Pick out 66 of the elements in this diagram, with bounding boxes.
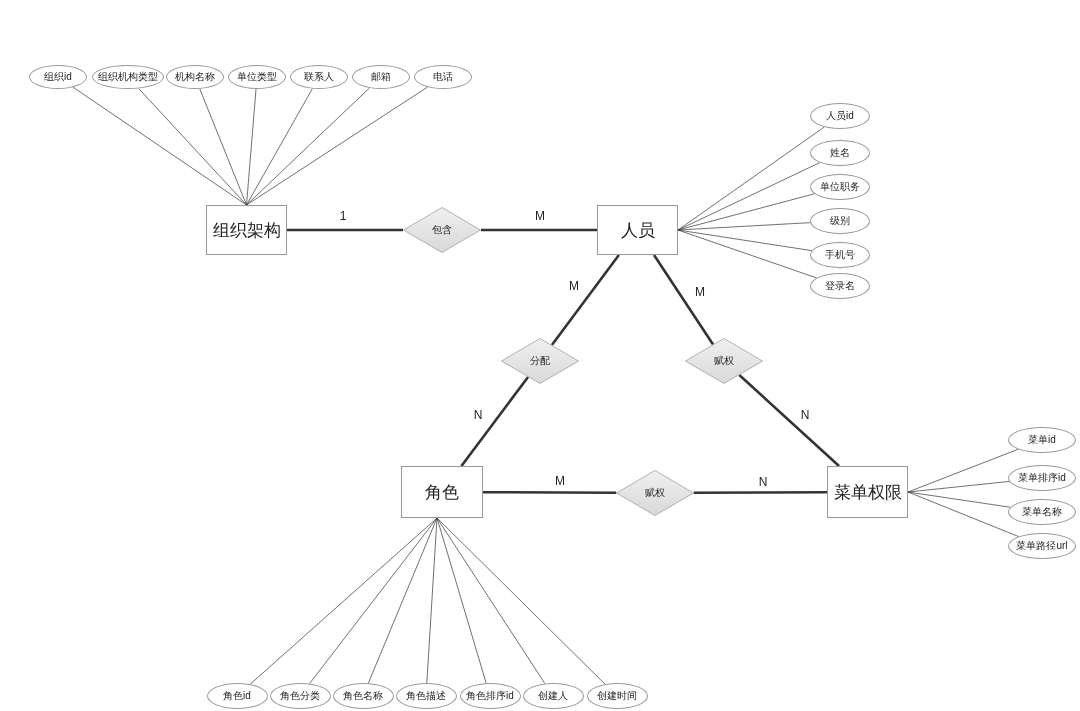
connector-line (677, 229, 817, 279)
edge-label: M (533, 209, 547, 223)
relationship-diamond: 赋权 (616, 470, 694, 516)
entity-box: 组织架构 (206, 205, 287, 255)
attribute-ellipse: 人员id (810, 103, 870, 129)
edge-label: N (471, 408, 485, 422)
attribute-ellipse: 登录名 (810, 273, 870, 299)
connector-line (426, 517, 438, 684)
attribute-ellipse: 角色名称 (332, 683, 394, 709)
attribute-ellipse: 联系人 (290, 65, 348, 89)
entity-box: 菜单权限 (827, 466, 908, 518)
connector-line (436, 517, 546, 684)
edge-label: N (798, 408, 812, 422)
attribute-ellipse: 组织机构类型 (92, 65, 164, 89)
attribute-ellipse: 创建时间 (586, 683, 648, 709)
edge-label: M (553, 474, 567, 488)
connector-line (738, 374, 840, 467)
connector-line (550, 254, 620, 346)
connector-line (436, 517, 606, 685)
connector-line (436, 517, 487, 684)
attribute-ellipse: 电话 (414, 65, 472, 89)
attribute-ellipse: 角色排序id (459, 683, 521, 709)
connector-line (138, 88, 247, 206)
relationship-diamond: 赋权 (685, 338, 763, 384)
connector-line (483, 490, 617, 495)
attribute-ellipse: 手机号 (810, 242, 870, 268)
connector-line (907, 481, 1010, 493)
edge-label: M (693, 285, 707, 299)
connector-line (199, 88, 247, 206)
connector-line (246, 88, 257, 206)
relationship-diamond: 包含 (403, 207, 481, 253)
attribute-ellipse: 菜单名称 (1008, 499, 1076, 525)
connector-line (246, 87, 370, 206)
edge-label: 1 (337, 209, 349, 223)
connector-line (677, 222, 811, 231)
connector-line (677, 162, 821, 231)
entity-box: 角色 (401, 466, 483, 518)
entity-box: 人员 (597, 205, 678, 255)
connector-line (907, 448, 1019, 493)
attribute-ellipse: 机构名称 (166, 65, 224, 89)
relationship-diamond: 分配 (501, 338, 579, 384)
attribute-ellipse: 组织id (29, 65, 87, 89)
connector-line (693, 490, 827, 495)
connector-line (309, 517, 438, 684)
connector-line (907, 491, 1019, 537)
connector-line (246, 88, 313, 206)
edge-label: N (756, 475, 770, 489)
connector-line (460, 376, 530, 467)
edge-label: M (567, 279, 581, 293)
attribute-ellipse: 菜单id (1008, 427, 1076, 453)
connector-line (652, 254, 715, 346)
attribute-ellipse: 菜单路径url (1008, 533, 1076, 559)
attribute-ellipse: 邮箱 (352, 65, 410, 89)
connector-line (367, 517, 438, 684)
attribute-ellipse: 姓名 (810, 140, 870, 166)
attribute-ellipse: 角色分类 (269, 683, 331, 709)
connector-line (481, 228, 597, 232)
attribute-ellipse: 级别 (810, 208, 870, 234)
attribute-ellipse: 角色id (206, 683, 268, 709)
connector-line (249, 517, 438, 685)
attribute-ellipse: 菜单排序id (1008, 465, 1076, 491)
attribute-ellipse: 角色描述 (395, 683, 457, 709)
attribute-ellipse: 单位类型 (228, 65, 286, 89)
attribute-ellipse: 创建人 (522, 683, 584, 709)
connector-line (287, 228, 403, 232)
attribute-ellipse: 单位职务 (810, 174, 870, 200)
